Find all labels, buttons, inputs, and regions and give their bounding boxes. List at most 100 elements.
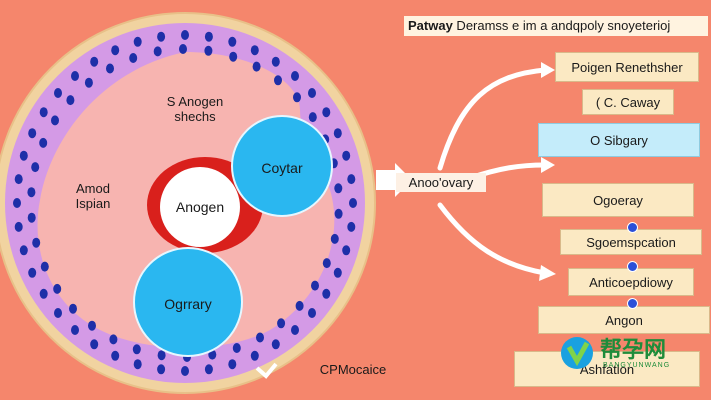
membrane-dot <box>228 36 237 47</box>
membrane-dot <box>71 325 79 335</box>
step-box-2: ( C. Caway <box>582 89 674 115</box>
watermark-text: 帮孕网 <box>600 338 667 363</box>
membrane-dot <box>157 350 166 361</box>
membrane-dot <box>54 88 62 98</box>
arrow-heads <box>539 62 556 281</box>
left-region-label-line2: Ispian <box>75 196 111 211</box>
membrane-dot <box>28 267 37 278</box>
upper-blue-organelle-label: Coytar <box>261 160 303 176</box>
membrane-dot <box>204 45 213 56</box>
membrane-dot <box>229 51 238 62</box>
membrane-dot <box>179 44 187 54</box>
membrane-dot <box>271 339 280 350</box>
membrane-dot <box>250 45 259 56</box>
membrane-dot <box>129 53 138 63</box>
left-region-label: Amod Ispian <box>58 181 128 211</box>
membrane-dot <box>277 318 286 329</box>
membrane-dot <box>181 366 189 376</box>
membrane-dot <box>204 31 213 42</box>
title-bold: Patway <box>408 18 453 33</box>
membrane-dot <box>53 283 62 294</box>
membrane-dot <box>228 359 237 370</box>
membrane-dot <box>39 137 48 148</box>
membrane-dot <box>274 75 282 86</box>
membrane-dot <box>19 150 28 161</box>
membrane-dot <box>157 364 166 375</box>
membrane-dot <box>334 208 343 219</box>
membrane-dot <box>322 288 331 299</box>
membrane-dot <box>308 88 316 98</box>
membrane-dot <box>181 30 189 40</box>
membrane-dot <box>295 300 304 311</box>
membrane-dot <box>322 107 331 118</box>
upper-blue-organelle <box>231 115 333 217</box>
membrane-dot <box>293 92 301 103</box>
membrane-dot <box>39 107 48 118</box>
membrane-dot <box>28 128 37 139</box>
membrane-dot <box>311 280 319 291</box>
membrane-dot <box>69 303 77 314</box>
membrane-dot <box>349 198 357 208</box>
membrane-dot <box>347 221 356 232</box>
membrane-dot <box>111 45 120 56</box>
membrane-dot <box>39 288 48 299</box>
membrane-dot <box>90 339 99 350</box>
left-region-label-line1: Amod <box>76 181 110 196</box>
membrane-dot <box>153 46 162 57</box>
membrane-dot <box>322 258 331 269</box>
membrane-dot <box>308 112 317 123</box>
step-box-1: Poigen Renethsher <box>555 52 699 82</box>
lower-blue-organelle <box>133 247 243 357</box>
title-rest: Deramss e im a andqpoly snoyeterioj <box>452 18 671 33</box>
membrane-dot <box>14 221 23 232</box>
membrane-dot <box>109 334 118 345</box>
bottom-label: CPMocaice <box>319 362 387 377</box>
nucleus-label: Anogen <box>175 199 225 215</box>
membrane-dot <box>232 343 241 353</box>
step-box-7: Angon <box>538 306 710 334</box>
membrane-dot <box>347 174 356 185</box>
upper-region-label-line2: shechs <box>174 109 216 124</box>
membrane-dot <box>31 162 40 173</box>
membrane-dot <box>334 183 343 194</box>
step-connector-1 <box>627 222 638 233</box>
step-box-8: Ashfatlon <box>514 351 700 387</box>
watermark-subtext: BANGYUNWANG <box>603 362 671 369</box>
membrane-dot <box>133 359 142 370</box>
membrane-dot <box>40 261 49 272</box>
watermark-logo <box>561 337 593 369</box>
membrane-dot <box>106 63 114 74</box>
step-box-3: O Sibgary <box>538 123 700 157</box>
membrane-dot <box>133 36 142 47</box>
membrane-dot <box>27 212 36 223</box>
flow-arrows <box>437 67 548 276</box>
nucleus-core <box>160 167 240 247</box>
lower-blue-organelle-label: Ogrrary <box>164 296 212 312</box>
membrane-dot <box>250 350 259 361</box>
membrane-dot <box>157 31 166 42</box>
membrane-dot <box>51 115 59 126</box>
bottom-marker-icon <box>255 362 278 379</box>
upper-region-label-line1: S Anogen <box>166 94 224 109</box>
step-connector-3 <box>627 298 638 309</box>
membrane-dot <box>19 245 28 256</box>
membrane-dot <box>204 364 213 375</box>
membrane-dot <box>54 308 62 318</box>
membrane-dot <box>13 198 21 208</box>
membrane-dot <box>256 332 264 343</box>
membrane-dot <box>291 325 299 335</box>
membrane-dot <box>111 350 120 361</box>
membrane-dot <box>88 320 96 331</box>
membrane-dot <box>32 237 41 248</box>
membrane-dot <box>252 61 261 72</box>
membrane-dot <box>333 267 342 278</box>
membrane-dot <box>14 174 23 185</box>
membrane-dot <box>132 344 141 355</box>
membrane-dot <box>291 71 299 81</box>
membrane-dot <box>330 233 339 244</box>
middle-flow-label: Anoo'ovary <box>396 173 486 192</box>
membrane-dot <box>342 150 351 161</box>
diagram-title: Patway Deramss e im a andqpoly snoyeteri… <box>404 16 708 36</box>
membrane-dot <box>27 187 36 198</box>
